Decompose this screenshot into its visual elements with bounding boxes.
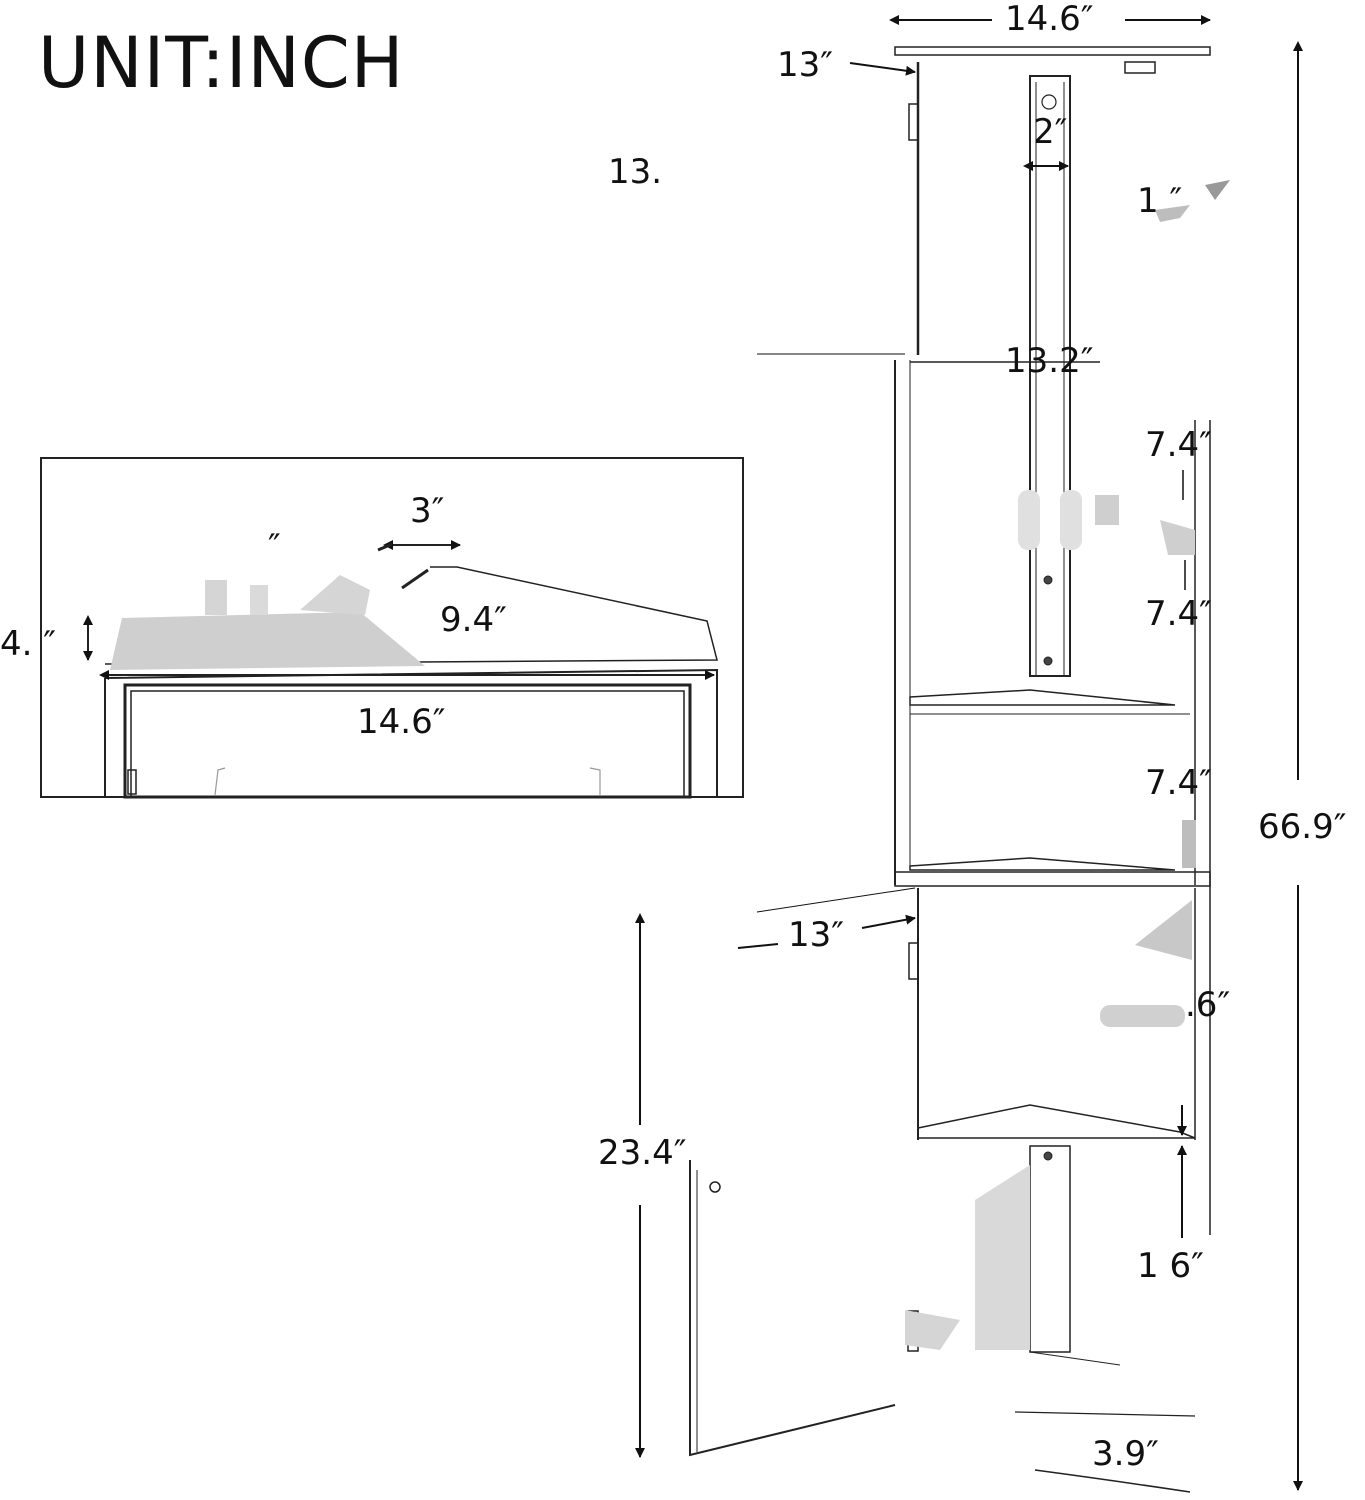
unit-title: UNIT:INCH xyxy=(38,22,405,104)
dimension-lines xyxy=(635,15,1303,1491)
cabinet-outline xyxy=(689,46,1230,1493)
inset-front-width-label: 14.6″ xyxy=(357,702,446,742)
shelf-3 xyxy=(909,857,1176,871)
inset-shaded-region xyxy=(110,612,425,670)
shelf-gap-3-label: 7.4″ xyxy=(1145,763,1212,803)
inset-edge-label: 4. ″ xyxy=(0,624,56,664)
lower-depth-arrow xyxy=(861,914,916,929)
cabinet-height-label: 1 6″ xyxy=(1137,1246,1204,1286)
upper-depth-label: 13. xyxy=(608,152,663,192)
lower-door xyxy=(689,1160,896,1457)
total-height-label: 66.9″ xyxy=(1258,807,1347,847)
top-depth-arrow xyxy=(849,62,916,76)
shelf-4 xyxy=(917,1104,1196,1139)
inset-partial-label: ″ xyxy=(268,527,281,567)
top-width-label: 14.6″ xyxy=(1005,0,1094,39)
inset-side-depth-label: 9.4″ xyxy=(440,600,507,640)
shelf-2 xyxy=(909,689,1176,706)
lower-depth-label: 13″ xyxy=(788,915,844,955)
shelf-gap-1-label: 7.4″ xyxy=(1145,425,1212,465)
shelf-gap-2-label: 7.4″ xyxy=(1145,594,1212,634)
inset-detail xyxy=(40,457,744,799)
inset-top-outline xyxy=(104,566,718,665)
top-plate xyxy=(894,46,1211,56)
upright-width-label: 2″ xyxy=(1033,112,1068,152)
top-depth-label: 13″ xyxy=(777,45,833,85)
lower-height-label: 23.4″ xyxy=(598,1133,687,1173)
base-curve xyxy=(1014,1411,1196,1417)
upper-height-label: 1 ″ xyxy=(1137,181,1183,221)
inset-notch-label: 3″ xyxy=(410,491,445,531)
upright-upper xyxy=(1029,75,1071,677)
base-height-label: 3.9″ xyxy=(1092,1434,1159,1474)
shelf-width-label: 13.2″ xyxy=(1005,341,1094,381)
lower-gap-label: .6″ xyxy=(1185,985,1231,1025)
mid-divider xyxy=(894,871,1211,887)
upright-lower xyxy=(1029,1145,1071,1353)
